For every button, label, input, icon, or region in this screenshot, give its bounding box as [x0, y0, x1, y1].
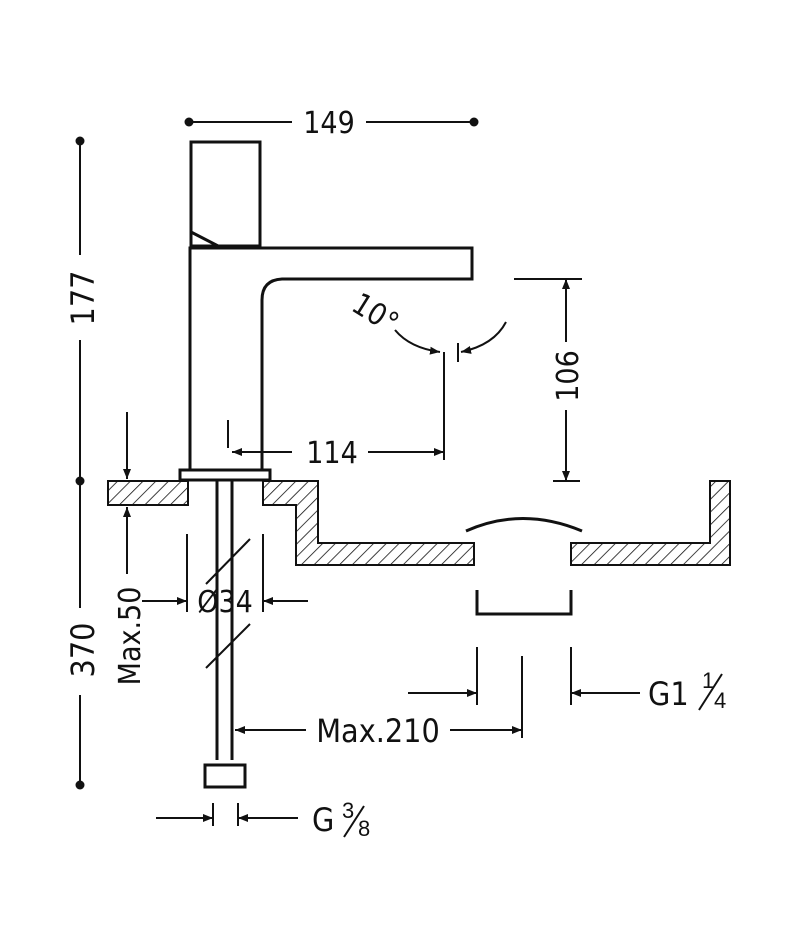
label-g-frac-den: 8	[358, 816, 370, 841]
supply-hose	[203, 481, 251, 789]
faucet-body	[178, 140, 474, 482]
label-g1-frac-num: 1	[702, 668, 714, 693]
dimension-hole-34: Ø34	[142, 534, 308, 620]
label-177: 177	[64, 271, 102, 326]
label-g-frac-num: 3	[342, 798, 354, 823]
dimension-height-left: 177 370	[64, 136, 102, 790]
dimension-max210: Max.210	[235, 656, 523, 750]
dimension-hose-thread: G 3 8	[156, 798, 370, 841]
label-149: 149	[303, 106, 355, 141]
label-g1: G1	[648, 675, 689, 713]
label-max210: Max.210	[316, 712, 440, 750]
dimension-deck-max50: Max.50	[113, 412, 148, 685]
label-dia34: Ø34	[197, 585, 253, 620]
label-370: 370	[64, 623, 102, 678]
dimension-reach-114: 114	[227, 352, 445, 471]
dimension-spout-height-106: 106	[514, 278, 586, 482]
dimension-angle-10: 10°	[345, 286, 507, 362]
dimension-width-149: 149	[184, 106, 479, 141]
label-114: 114	[306, 436, 358, 471]
label-g1-frac-den: 4	[714, 688, 726, 713]
basin-section	[107, 480, 731, 616]
label-max50: Max.50	[113, 587, 148, 686]
label-106: 106	[551, 350, 586, 402]
label-g: G	[312, 801, 334, 839]
label-10deg: 10°	[345, 286, 404, 341]
dimension-waste-thread: G1 1 4	[408, 647, 726, 713]
